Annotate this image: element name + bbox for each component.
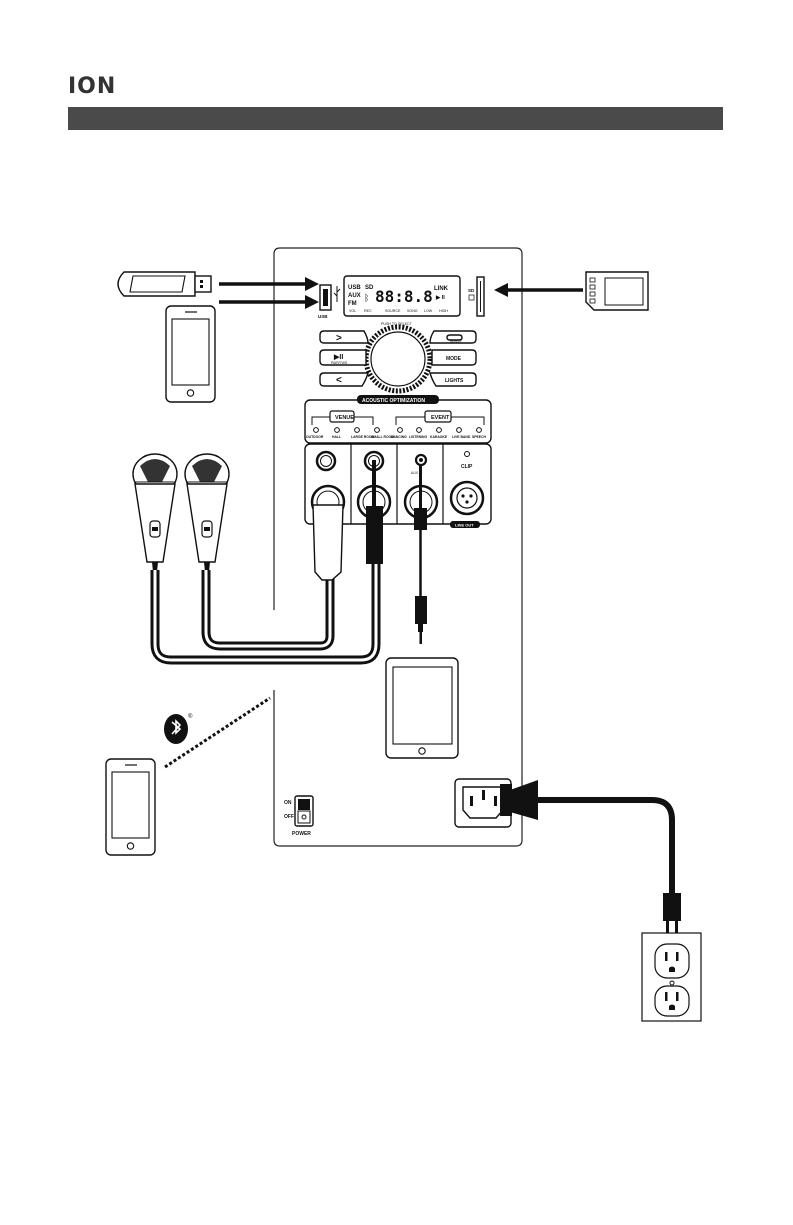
venue-label: VENUE: [335, 415, 354, 421]
usb-port[interactable]: USB: [318, 285, 331, 319]
event-led-karaoke: [437, 428, 442, 433]
smartphone-bluetooth-icon: [106, 759, 155, 855]
event-speech: SPEECH: [472, 435, 486, 439]
bluetooth-icon: ®: [164, 713, 193, 744]
usb-symbol-icon: [334, 286, 340, 302]
lcd-bluetooth-icon: ᛒ: [364, 293, 369, 303]
previous-button-label: <: [336, 375, 342, 386]
xlr-plug: [313, 505, 343, 580]
sd-card-slot[interactable]: SD: [468, 277, 484, 316]
previous-button[interactable]: <: [320, 373, 368, 386]
event-label: EVENT: [431, 415, 450, 421]
next-button[interactable]: >: [320, 331, 368, 344]
microphone-1-icon: [133, 454, 177, 572]
lcd-source: SOURCE: [385, 309, 401, 313]
mode-button[interactable]: MODE: [432, 350, 476, 365]
lcd-sd: SD: [365, 285, 374, 291]
venue-outdoor: OUTDOOR: [306, 435, 324, 439]
lcd-fm: FM: [348, 301, 357, 307]
event-karaoke: KARAOKE: [430, 435, 448, 439]
lcd-song: SONG: [407, 309, 418, 313]
sd-slot-label: SD: [468, 288, 475, 293]
event-led-listening: [417, 428, 422, 433]
next-button-label: >: [336, 333, 342, 344]
repeat-button-sub: REPEAT: [450, 340, 462, 344]
repeat-button[interactable]: REPEAT: [430, 331, 476, 344]
mic-cables: [155, 560, 376, 660]
lcd-low: LOW: [424, 309, 433, 313]
event-dancing: DANCING: [391, 435, 407, 439]
acoustic-title: ACOUSTIC OPTIMIZATION: [362, 398, 425, 404]
sd-card-icon: [586, 272, 648, 310]
usb-flash-drive-icon: [118, 272, 211, 296]
lcd-digits: 88:8.8: [375, 287, 433, 306]
venue-led-small-room: [375, 428, 380, 433]
play-button-sub: PAIR/TWS: [331, 361, 348, 365]
usb-port-label: USB: [318, 314, 328, 319]
wall-outlet: [642, 933, 701, 1021]
mic-1-volume-knob[interactable]: [317, 452, 335, 470]
power-switch[interactable]: ON OFF POWER: [284, 796, 313, 837]
smartphone-usb-icon: [166, 306, 215, 402]
event-listening: LISTENING: [409, 435, 427, 439]
lights-button[interactable]: LIGHTS: [430, 373, 476, 386]
power-on-label: ON: [284, 800, 292, 806]
lights-button-label: LIGHTS: [445, 378, 464, 384]
venue-hall: HALL: [332, 435, 341, 439]
mode-button-label: MODE: [446, 356, 462, 362]
event-led-dancing: [398, 428, 403, 433]
lcd-high: HIGH: [439, 309, 448, 313]
lcd-display: USB AUX FM SD ᛒ 88:8.8 LINK ▶ II VOL REC…: [344, 276, 460, 316]
clip-label: CLIP: [461, 464, 473, 470]
lcd-aux: AUX: [348, 293, 361, 299]
line-out-label: LINE OUT: [455, 523, 474, 528]
event-led-speech: [477, 428, 482, 433]
play-pause-icon: ▶II: [333, 354, 343, 361]
event-live-band: LIVE BAND: [452, 435, 471, 439]
power-off-label: OFF: [284, 814, 294, 820]
lcd-link: LINK: [434, 286, 449, 292]
play-pause-button[interactable]: ▶II PAIR/TWS: [320, 350, 366, 365]
lcd-vol: VOL: [349, 309, 356, 313]
bluetooth-registered-mark: ®: [188, 713, 193, 720]
tablet-icon: [386, 658, 458, 758]
lcd-rec: REC: [364, 309, 372, 313]
venue-led-outdoor: [314, 428, 319, 433]
venue-led-large-room: [355, 428, 360, 433]
power-label: POWER: [292, 831, 311, 837]
venue-led-hall: [335, 428, 340, 433]
lcd-play-pause: ▶ II: [435, 294, 445, 301]
microphone-2-icon: [185, 454, 229, 572]
acoustic-optimization-panel: ACOUSTIC OPTIMIZATION VENUE EVENT OUTDOO…: [305, 395, 491, 443]
power-cable: [500, 780, 681, 934]
rotary-knob[interactable]: PUSH TO SELECT: [366, 322, 430, 391]
lcd-usb: USB: [348, 285, 361, 291]
event-led-live-band: [457, 428, 462, 433]
